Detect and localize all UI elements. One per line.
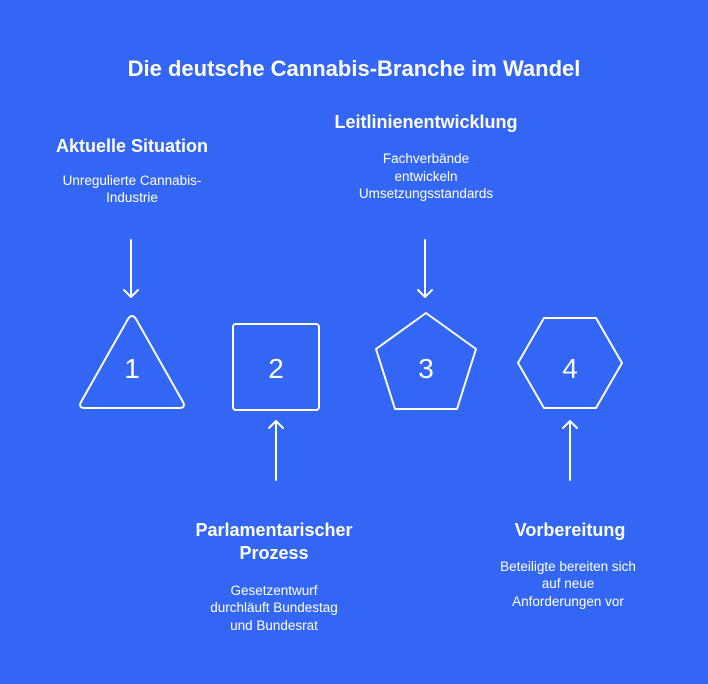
step-4-description-line: Anforderungen vor bbox=[512, 594, 624, 609]
pentagon-shape bbox=[375, 312, 477, 410]
step-4: 4 Vorbereitung Beteiligte bereiten sich … bbox=[500, 317, 636, 609]
arrow-up-icon bbox=[268, 420, 284, 481]
step-2-heading: Parlamentarischer bbox=[195, 520, 352, 540]
step-2-description-line: und Bundesrat bbox=[230, 618, 318, 633]
arrow-down-icon bbox=[417, 239, 433, 298]
arrow-down-icon bbox=[123, 239, 139, 298]
arrow-up-icon bbox=[562, 420, 578, 481]
step-3-description-line: Fachverbände bbox=[383, 151, 469, 166]
step-2-heading: Prozess bbox=[239, 543, 308, 563]
diagram-title: Die deutsche Cannabis-Branche im Wandel bbox=[128, 56, 581, 81]
step-3-description-line: entwickeln bbox=[394, 169, 457, 184]
step-4-description-line: auf neue bbox=[542, 576, 595, 591]
triangle-shape bbox=[79, 315, 185, 409]
square-shape bbox=[232, 323, 320, 411]
step-1-heading: Aktuelle Situation bbox=[56, 136, 208, 156]
step-1: Aktuelle Situation Unregulierte Cannabis… bbox=[56, 136, 208, 409]
step-1-description-line: Industrie bbox=[106, 190, 158, 205]
step-1-number: 1 bbox=[124, 353, 140, 384]
step-3: Leitlinienentwicklung Fachverbände entwi… bbox=[334, 112, 518, 410]
step-4-heading: Vorbereitung bbox=[515, 520, 626, 540]
step-4-number: 4 bbox=[562, 353, 578, 384]
step-2-number: 2 bbox=[268, 353, 284, 384]
step-2: 2 Parlamentarischer Prozess Gesetzentwur… bbox=[195, 323, 353, 633]
step-3-description-line: Umsetzungsstandards bbox=[359, 186, 494, 201]
hexagon-shape bbox=[517, 317, 623, 409]
step-2-description-line: durchläuft Bundestag bbox=[210, 600, 338, 615]
step-4-description-line: Beteiligte bereiten sich bbox=[500, 559, 636, 574]
step-1-description-line: Unregulierte Cannabis- bbox=[63, 173, 202, 188]
step-3-heading: Leitlinienentwicklung bbox=[334, 112, 517, 132]
step-2-description-line: Gesetzentwurf bbox=[230, 583, 317, 598]
step-3-number: 3 bbox=[418, 353, 434, 384]
